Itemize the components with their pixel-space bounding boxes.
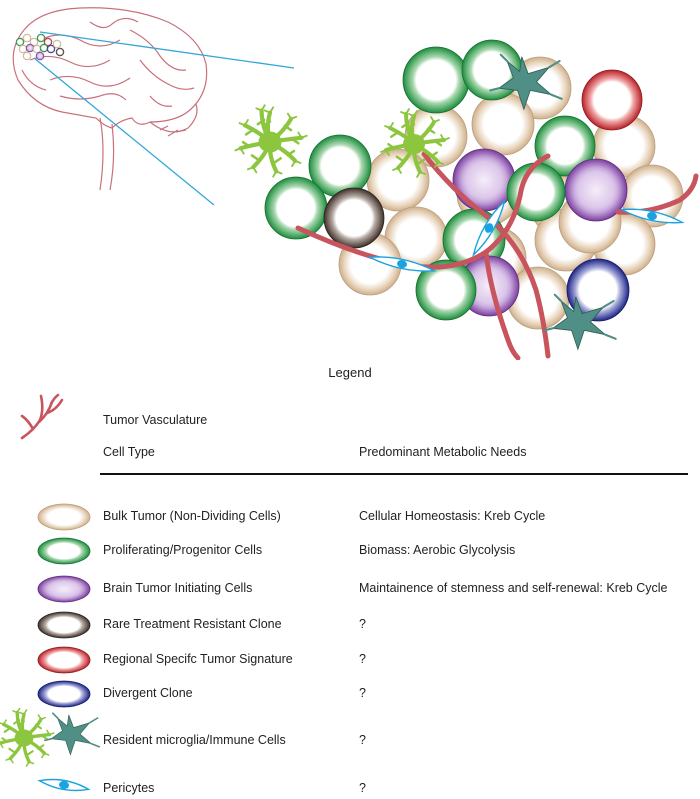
microglia-immune-icon xyxy=(0,708,100,767)
tumor-vasculature xyxy=(295,151,699,360)
proliferating-cell xyxy=(534,115,596,177)
regional-signature-cell xyxy=(581,69,643,131)
pericyte-shape xyxy=(37,778,91,792)
pericyte-cell xyxy=(619,208,685,224)
pericyte-cell xyxy=(472,198,506,258)
immune-cell xyxy=(543,293,617,351)
legend-cell-type: Pericytes xyxy=(103,781,155,795)
legend-metabolic-need: ? xyxy=(359,617,366,631)
legend-metabolic-need: ? xyxy=(359,781,366,795)
proliferating-cell-icon xyxy=(37,537,91,565)
legend-cell-type: Resident microglia/Immune Cells xyxy=(103,733,286,747)
proliferating-cell xyxy=(415,259,477,321)
immune-cell-icon xyxy=(43,712,100,756)
legend-metabolic-need: ? xyxy=(359,686,366,700)
proliferating-cell xyxy=(402,46,470,114)
microglia-icon xyxy=(0,708,55,767)
legend-cell-type: Bulk Tumor (Non-Dividing Cells) xyxy=(103,509,281,523)
legend-cell-type: Rare Treatment Resistant Clone xyxy=(103,617,282,631)
legend-metabolic-need: ? xyxy=(359,733,366,747)
legend-cell-type: Regional Specifc Tumor Signature xyxy=(103,652,293,666)
microglia-cell xyxy=(380,108,450,178)
resistant-clone-icon xyxy=(37,611,91,639)
proliferating-cell xyxy=(264,176,328,240)
pericyte-icon xyxy=(37,778,91,792)
legend-cell-type: Brain Tumor Initiating Cells xyxy=(103,581,253,595)
regional-signature-icon xyxy=(37,646,91,674)
zoom-pointer-lines xyxy=(33,31,295,206)
legend-metabolic-need: Maintainence of stemness and self-renewa… xyxy=(359,581,668,595)
bulk-tumor-cell-icon xyxy=(37,503,91,531)
initiating-cell-icon xyxy=(37,575,91,603)
brain-tumor-site xyxy=(15,33,65,61)
initiating-cell xyxy=(452,148,516,212)
legend-metabolic-need: Biomass: Aerobic Glycolysis xyxy=(359,543,516,557)
vasculature-label: Tumor Vasculature xyxy=(103,413,208,427)
microglia-cell xyxy=(234,104,308,178)
divergent-clone-cell xyxy=(566,258,630,322)
resistant-clone-cell xyxy=(323,187,385,249)
vasculature-icon xyxy=(20,393,64,440)
table-divider xyxy=(100,473,688,475)
header-cell-type: Cell Type xyxy=(103,445,155,459)
immune-cell xyxy=(489,53,563,111)
legend-title: Legend xyxy=(328,365,372,380)
tumor-cell-cluster xyxy=(264,39,684,330)
pericyte-cell xyxy=(367,256,437,272)
legend-metabolic-need: ? xyxy=(359,652,366,666)
legend-cell-type: Divergent Clone xyxy=(103,686,193,700)
divergent-clone-icon xyxy=(37,680,91,708)
legend-cell-type: Proliferating/Progenitor Cells xyxy=(103,543,263,557)
header-metabolic-needs: Predominant Metabolic Needs xyxy=(359,445,527,459)
tumor-illustration xyxy=(12,7,699,360)
legend-metabolic-need: Cellular Homeostasis: Kreb Cycle xyxy=(359,509,546,523)
